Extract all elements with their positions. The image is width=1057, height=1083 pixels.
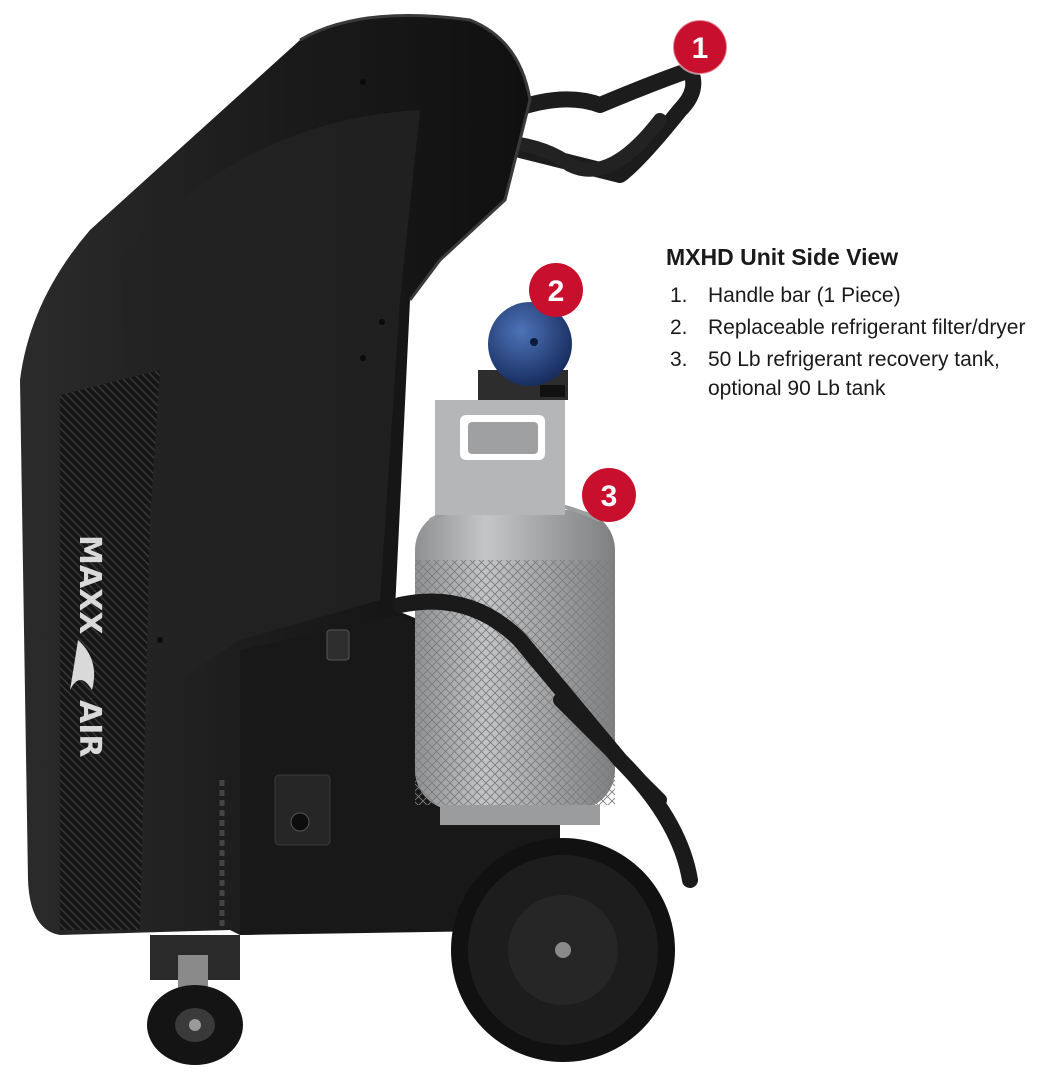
brand-logo: MAXX AIR	[70, 535, 107, 758]
item-number: 1.	[670, 284, 688, 307]
list-item: 3. 50 Lb refrigerant recovery tank, opti…	[666, 345, 1051, 403]
svg-text:MAXX: MAXX	[72, 535, 107, 634]
recovery-tank	[415, 400, 615, 825]
svg-text:1: 1	[692, 32, 709, 65]
list-item: 2. Replaceable refrigerant filter/dryer	[666, 313, 1051, 342]
list-item: 1. Handle bar (1 Piece)	[666, 281, 1051, 310]
item-text: Handle bar (1 Piece)	[708, 284, 901, 307]
item-number: 3.	[670, 348, 688, 371]
rear-wheel	[451, 838, 675, 1062]
front-frame	[392, 593, 698, 888]
svg-text:2: 2	[548, 275, 565, 308]
item-number: 2.	[670, 316, 688, 339]
feature-legend: MXHD Unit Side View 1. Handle bar (1 Pie…	[666, 244, 1051, 406]
caster-wheel	[147, 935, 243, 1065]
callout-badge-1: 1	[672, 19, 728, 75]
svg-text:AIR: AIR	[72, 700, 107, 758]
item-text: 50 Lb refrigerant recovery tank, optiona…	[708, 348, 1000, 400]
callout-badge-2: 2	[529, 263, 583, 317]
svg-text:3: 3	[601, 480, 618, 513]
legend-title: MXHD Unit Side View	[666, 244, 899, 270]
legend-list: 1. Handle bar (1 Piece) 2. Replaceable r…	[666, 281, 1051, 403]
item-text: Replaceable refrigerant filter/dryer	[708, 316, 1026, 339]
unit-body	[20, 14, 560, 935]
callout-badge-3: 3	[582, 468, 636, 522]
filter-dryer	[478, 302, 572, 400]
